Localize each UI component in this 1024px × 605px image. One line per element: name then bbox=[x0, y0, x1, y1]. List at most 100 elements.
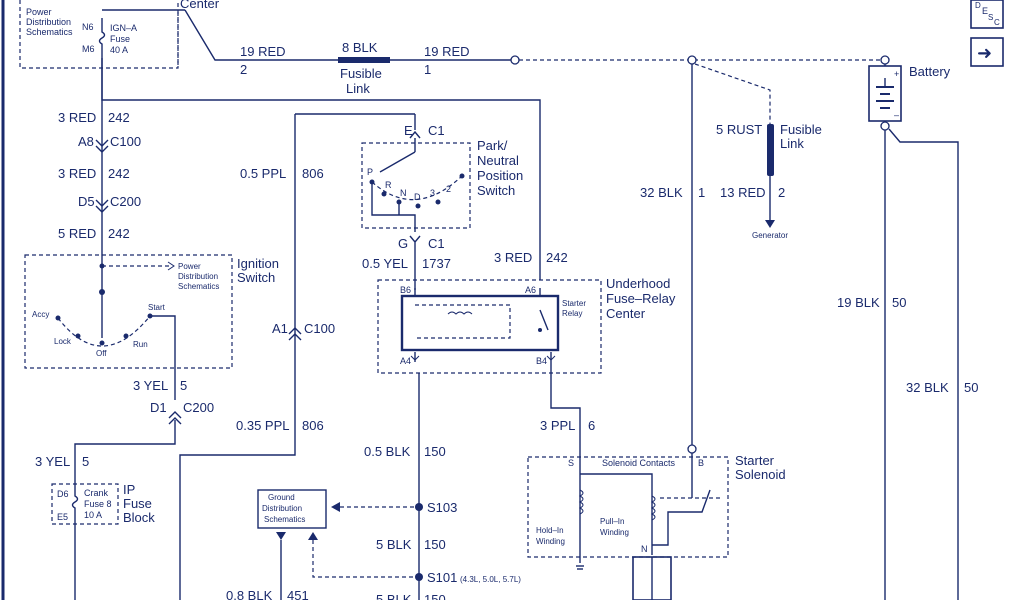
arrow-up-icon bbox=[308, 532, 318, 540]
desc-e: E bbox=[982, 6, 988, 16]
desc-c: C bbox=[994, 18, 1000, 27]
ground-distribution-box[interactable]: Ground Distribution Schematics bbox=[257, 489, 327, 529]
wire-035ppl: 0.35 PPL bbox=[236, 418, 290, 433]
gen-link-2: Link bbox=[780, 136, 804, 151]
wire-3yel-2: 3 YEL bbox=[35, 454, 70, 469]
next-page-button[interactable]: ➜ bbox=[970, 37, 1004, 67]
fuse-word: Fuse bbox=[110, 34, 130, 44]
ip-title-3: Block bbox=[123, 510, 155, 525]
pin-a4: A4 bbox=[400, 356, 411, 366]
s101-note: (4.3L, 5.0L, 5.7L) bbox=[460, 575, 521, 584]
pin-m6: M6 bbox=[82, 44, 95, 54]
wire-label-19red-right: 19 RED bbox=[424, 44, 470, 59]
arrow-down-gen-icon bbox=[765, 220, 775, 228]
pn-n: N bbox=[400, 188, 407, 198]
fuse-8: Fuse 8 bbox=[84, 499, 112, 509]
pd-label-3: Schematics bbox=[26, 27, 73, 37]
conn-c200-2: C200 bbox=[183, 400, 214, 415]
ign-lock: Lock bbox=[54, 337, 72, 346]
fuse-10a: 10 A bbox=[84, 510, 102, 520]
pin-e: E bbox=[404, 123, 413, 138]
fusible-link-rust bbox=[767, 124, 774, 176]
wire-19blk: 19 BLK bbox=[837, 295, 880, 310]
arrow-right-icon bbox=[167, 261, 175, 271]
pin-a8: A8 bbox=[78, 134, 94, 149]
pin-d5: D5 bbox=[78, 194, 95, 209]
wire-05ppl: 0.5 PPL bbox=[240, 166, 286, 181]
battery: + – Battery 19 BLK 50 32 BLK 50 bbox=[837, 64, 978, 600]
pin-b4: B4 bbox=[536, 356, 547, 366]
ip-fuse-block: D6 E5 Crank Fuse 8 10 A IP Fuse Block bbox=[51, 482, 155, 600]
wire-242-relay: 242 bbox=[546, 250, 568, 265]
pin-s: S bbox=[568, 458, 574, 468]
wire-1737: 1737 bbox=[422, 256, 451, 271]
s103-label: S103 bbox=[427, 500, 457, 515]
ip-title-1: IP bbox=[123, 482, 135, 497]
wire-05blk: 0.5 BLK bbox=[364, 444, 411, 459]
fuse-name: IGN–A bbox=[110, 23, 137, 33]
connector-c200-symbol bbox=[95, 199, 109, 213]
wire-3red-1: 3 RED bbox=[58, 110, 96, 125]
ign-ref-2: Distribution bbox=[178, 272, 218, 281]
wire-ppl-806 bbox=[179, 114, 296, 600]
wire-num-2: 2 bbox=[240, 62, 247, 77]
wire-806-1: 806 bbox=[302, 166, 324, 181]
fuse-rating: 40 A bbox=[110, 45, 128, 55]
wire-50-1: 50 bbox=[892, 295, 906, 310]
ip-title-2: Fuse bbox=[123, 496, 152, 511]
ignition-switch: Ignition Switch Power Distribution Schem… bbox=[24, 254, 279, 400]
pin-n6: N6 bbox=[82, 22, 94, 32]
splice-s103 bbox=[415, 503, 423, 511]
conn-c200-1: C200 bbox=[110, 194, 141, 209]
pull-in-2: Winding bbox=[600, 528, 629, 537]
arrow-down-icon bbox=[276, 532, 286, 540]
arrow-left-icon bbox=[331, 502, 340, 512]
gd-label-2: Distribution bbox=[262, 504, 302, 513]
wire-5blk-2: 5 BLK bbox=[376, 592, 412, 600]
description-button[interactable]: D E S C bbox=[970, 0, 1004, 29]
fuse-crank: Crank bbox=[84, 488, 109, 498]
underhood-relay-center: Underhood Fuse–Relay Center B6 A6 A4 B4 … bbox=[377, 276, 676, 374]
solenoid-title-2: Solenoid bbox=[735, 467, 786, 482]
wire-32blk-label: 32 BLK bbox=[640, 185, 683, 200]
pin-e5: E5 bbox=[57, 512, 68, 522]
generator-label: Generator bbox=[752, 231, 788, 240]
fusible-link-8blk bbox=[338, 57, 390, 63]
ign-ref-1: Power bbox=[178, 262, 201, 271]
title-fragment: Center bbox=[180, 0, 220, 11]
pin-b6: B6 bbox=[400, 285, 411, 295]
wire-3red-2: 3 RED bbox=[58, 166, 96, 181]
hold-in-2: Winding bbox=[536, 537, 565, 546]
solenoid-title-1: Starter bbox=[735, 453, 775, 468]
starter-solenoid: Starter Solenoid S B Solenoid Contacts H… bbox=[527, 453, 786, 601]
wire-5blk: 5 BLK bbox=[376, 537, 412, 552]
desc-d: D bbox=[975, 1, 981, 10]
wire-150-3: 150 bbox=[424, 592, 446, 600]
connector-c100-symbol bbox=[95, 139, 109, 153]
pin-b: B bbox=[698, 458, 704, 468]
ign-off: Off bbox=[96, 349, 107, 358]
wire-50-2: 50 bbox=[964, 380, 978, 395]
solenoid-contacts: Solenoid Contacts bbox=[602, 458, 676, 468]
wire-5-2: 5 bbox=[82, 454, 89, 469]
wire-3red-relay: 3 RED bbox=[494, 250, 532, 265]
pn-3: 3 bbox=[430, 188, 435, 198]
relay-title-2: Fuse–Relay bbox=[606, 291, 676, 306]
wire-32blk-bat: 32 BLK bbox=[906, 380, 949, 395]
relay-title-3: Center bbox=[606, 306, 646, 321]
pn-title-2: Neutral bbox=[477, 153, 519, 168]
pn-r: R bbox=[385, 180, 392, 190]
pull-in-1: Pull–In bbox=[600, 517, 624, 526]
pin-a1: A1 bbox=[272, 321, 288, 336]
battery-minus: – bbox=[894, 110, 899, 120]
ignition-title-1: Ignition bbox=[237, 256, 279, 271]
gd-label-3: Schematics bbox=[264, 515, 305, 524]
pn-2: 2 bbox=[446, 184, 451, 194]
pd-label-2: Distribution bbox=[26, 17, 71, 27]
pin-g: G bbox=[398, 236, 408, 251]
conn-c100-1: C100 bbox=[110, 134, 141, 149]
wire-num-1: 1 bbox=[424, 62, 431, 77]
pn-title-3: Position bbox=[477, 168, 523, 183]
